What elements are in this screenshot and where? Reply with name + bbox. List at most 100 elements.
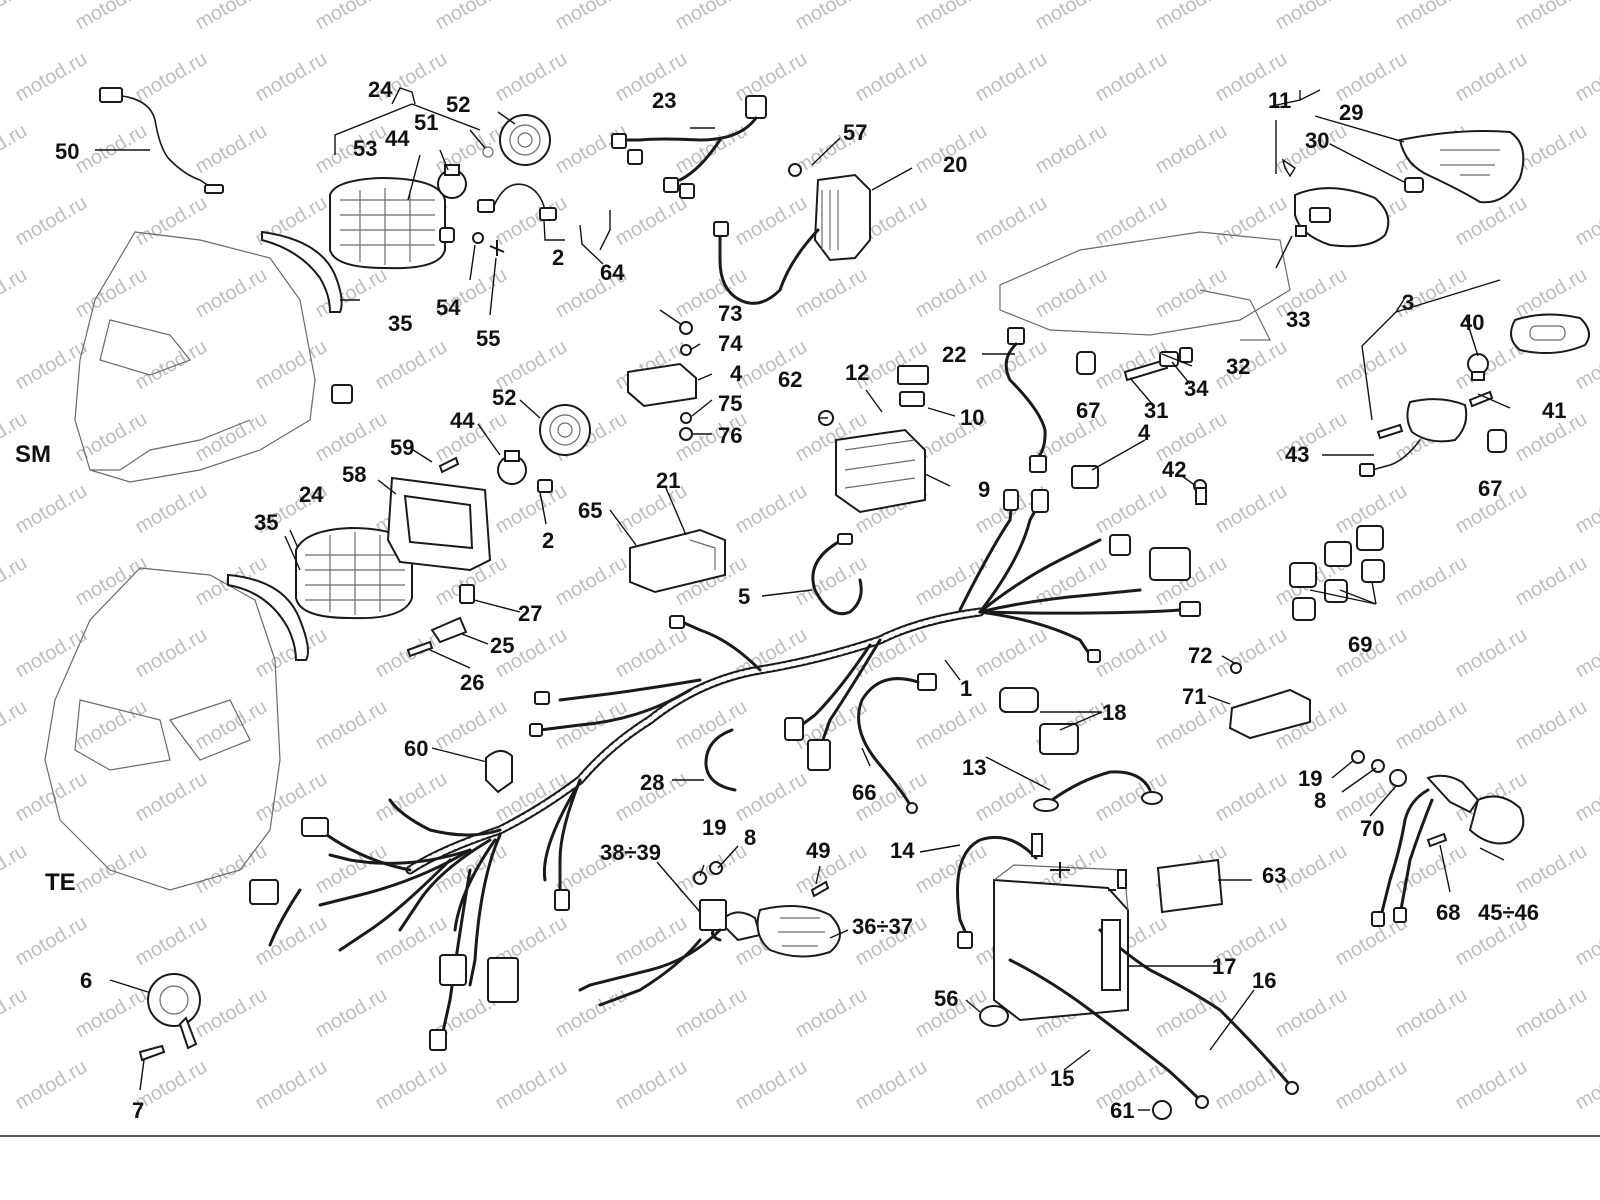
leader-lines <box>95 87 1511 1111</box>
tail-light-screw <box>1295 225 1307 237</box>
callout-27: 27 <box>518 601 542 626</box>
watermark-text: motod.ru <box>492 1056 571 1115</box>
callout-62: 62 <box>778 367 802 392</box>
watermark-text: motod.ru <box>1572 912 1600 971</box>
watermark-text: motod.ru <box>72 840 151 899</box>
battery-cable-16 <box>1098 928 1299 1095</box>
callout-5: 5 <box>738 584 750 609</box>
watermark-text: motod.ru <box>12 480 91 539</box>
battery-bolts <box>1031 833 1127 889</box>
watermark-text: motod.ru <box>192 0 271 34</box>
callout-31: 31 <box>1144 398 1168 423</box>
watermark-text: motod.ru <box>372 1056 451 1115</box>
callout-49: 49 <box>806 838 830 863</box>
watermark-text: motod.ru <box>312 984 391 1043</box>
connector-sm <box>331 384 353 404</box>
plate-light-bulb <box>1467 353 1489 381</box>
callout-64: 64 <box>600 260 625 285</box>
callout-54: 54 <box>436 295 461 320</box>
watermark-text: motod.ru <box>1092 48 1171 107</box>
callout-76: 76 <box>718 423 742 448</box>
watermark-text: motod.ru <box>1272 264 1351 323</box>
callout-51: 51 <box>414 110 438 135</box>
watermark-text: motod.ru <box>192 120 271 179</box>
watermark-text: motod.ru <box>432 0 511 34</box>
watermark-text: motod.ru <box>1032 120 1111 179</box>
tail-light-body <box>1294 187 1390 248</box>
callout-12: 12 <box>845 360 869 385</box>
nut-61 <box>1152 1100 1172 1120</box>
callout-61: 61 <box>1110 1098 1134 1123</box>
watermark-text: motod.ru <box>0 840 31 899</box>
callout-36-37: 36÷37 <box>852 914 913 939</box>
callout-44-mid: 44 <box>450 408 475 433</box>
watermark-text: motod.ru <box>0 120 31 179</box>
watermark-text: motod.ru <box>1392 0 1471 34</box>
fairing-te <box>44 567 281 891</box>
watermark-text: motod.ru <box>612 624 691 683</box>
callout-17: 17 <box>1212 954 1236 979</box>
watermark-text: motod.ru <box>1572 1056 1600 1115</box>
callout-52-top: 52 <box>446 92 470 117</box>
fairing-sm <box>74 231 316 483</box>
watermark-text: motod.ru <box>12 912 91 971</box>
watermark-text: motod.ru <box>1272 408 1351 467</box>
bulb-socket-te <box>537 479 553 493</box>
callout-72: 72 <box>1188 643 1212 668</box>
ecu <box>627 321 697 441</box>
callout-67-right: 67 <box>1478 476 1502 501</box>
watermark-text: motod.ru <box>1152 264 1231 323</box>
callout-23: 23 <box>652 88 676 113</box>
watermark-text: motod.ru <box>912 264 991 323</box>
watermark-text: motod.ru <box>12 1056 91 1115</box>
rubber-block-67a <box>1076 351 1096 375</box>
callout-29: 29 <box>1339 100 1363 125</box>
cable-28 <box>704 728 737 792</box>
watermark-text: motod.ru <box>1452 1056 1531 1115</box>
watermark-text: motod.ru <box>1452 48 1531 107</box>
headlight-gasket-sm <box>261 230 343 313</box>
callout-1: 1 <box>960 676 972 701</box>
watermark-text: motod.ru <box>132 336 211 395</box>
callout-50: 50 <box>55 139 79 164</box>
callout-10: 10 <box>960 405 984 430</box>
callout-18: 18 <box>1102 700 1126 725</box>
watermark-text: motod.ru <box>732 768 811 827</box>
watermark-text: motod.ru <box>0 0 31 34</box>
watermark-text: motod.ru <box>1332 336 1411 395</box>
headlight-sm <box>329 176 446 270</box>
callout-28: 28 <box>640 770 664 795</box>
watermark-text: motod.ru <box>1332 1056 1411 1115</box>
callout-35-mid: 35 <box>254 510 278 535</box>
clip-sm <box>439 227 505 256</box>
callout-2-top: 2 <box>552 245 564 270</box>
callout-63: 63 <box>1262 863 1286 888</box>
callout-60: 60 <box>404 736 428 761</box>
watermark-text: motod.ru <box>972 192 1051 251</box>
callout-8-right: 8 <box>1314 788 1326 813</box>
sensor-cable <box>99 87 224 194</box>
callout-38-39: 38÷39 <box>600 840 661 865</box>
main-wiring-harness <box>249 489 1201 1051</box>
watermark-text: motod.ru <box>1572 480 1600 539</box>
watermark-text: motod.ru <box>912 696 991 755</box>
cable-13 <box>1033 770 1163 812</box>
watermark-text: motod.ru <box>792 840 871 899</box>
watermark-text: motod.ru <box>672 0 751 34</box>
connectors-18 <box>999 687 1079 755</box>
watermark-text: motod.ru <box>72 120 151 179</box>
watermark-text: motod.ru <box>492 48 571 107</box>
turn-signal-front <box>578 861 841 1007</box>
callout-20: 20 <box>943 152 967 177</box>
battery-pad-63 <box>1156 858 1224 914</box>
watermark-text: motod.ru <box>552 552 631 611</box>
plate-light-screws <box>1376 390 1494 440</box>
watermark-text: motod.ru <box>0 696 31 755</box>
callout-57: 57 <box>843 120 867 145</box>
watermark-text: motod.ru <box>1092 624 1171 683</box>
cable-5 <box>811 533 863 616</box>
clip-60 <box>485 750 513 794</box>
watermark-text: motod.ru <box>612 192 691 251</box>
watermark-text: motod.ru <box>852 48 931 107</box>
watermark-text: motod.ru <box>1512 0 1591 34</box>
